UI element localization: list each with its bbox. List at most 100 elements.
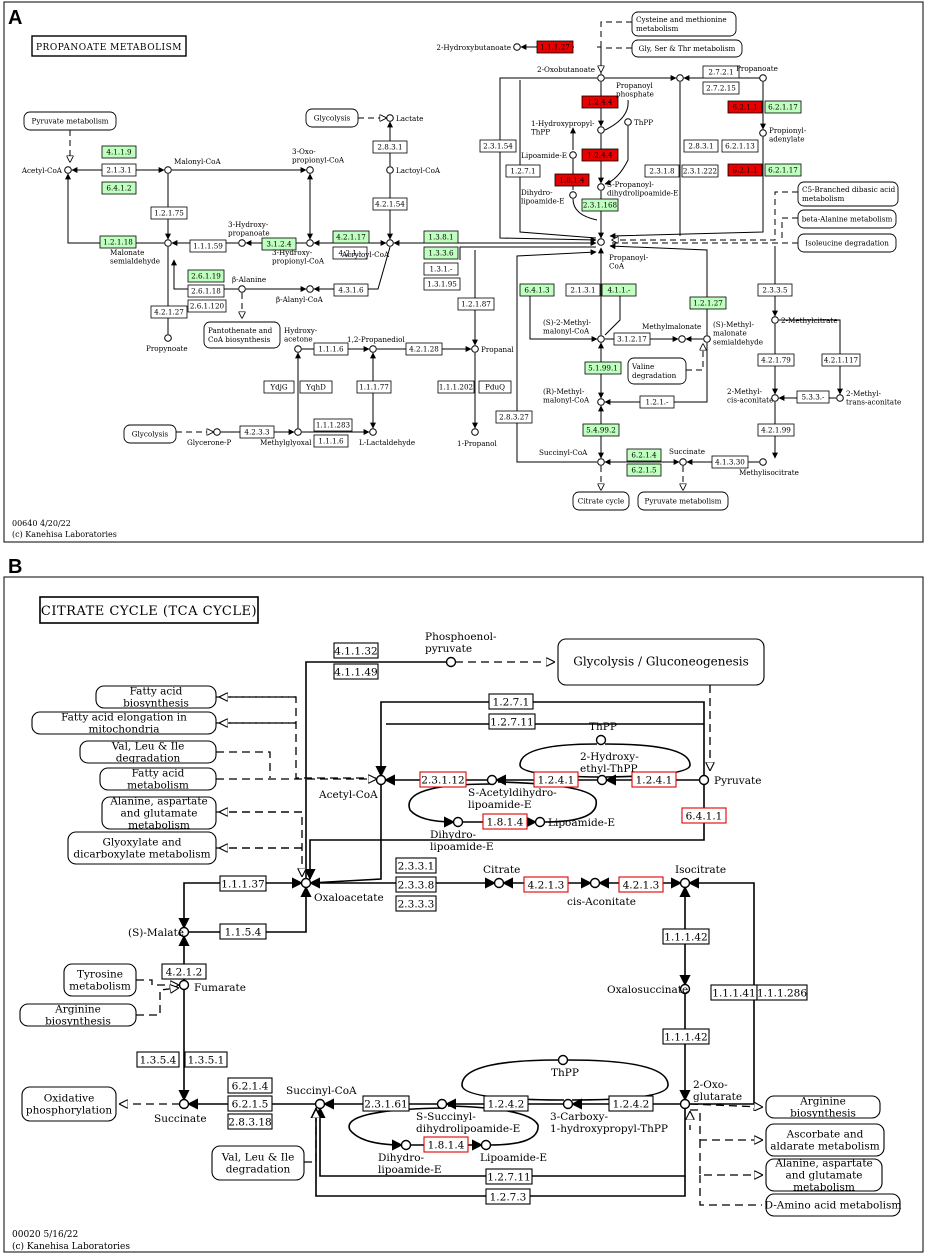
enzyme-1-2-4-2[interactable]: 1.2.4.2 (608, 1095, 654, 1112)
compound-thpp[interactable] (624, 118, 632, 126)
enzyme-1-1-1-27[interactable]: 1.1.1.27 (536, 40, 574, 54)
enzyme-6-2-1-5[interactable]: 6.2.1.5 (626, 463, 662, 477)
enzyme-1-1-1-59[interactable]: 1.1.1.59 (189, 239, 227, 253)
compound-propionyl-adenylate[interactable] (759, 129, 767, 137)
enzyme-2-3-1-12[interactable]: 2.3.1.12 (419, 771, 467, 788)
enzyme-2-3-1-54[interactable]: 2.3.1.54 (479, 139, 517, 153)
pathway-map-d-amino-acid-metabolism[interactable]: D-Amino acid metabolism (765, 1193, 902, 1217)
compound-thpp[interactable] (595, 734, 607, 746)
compound-3-oxo-propionyl-coa[interactable] (306, 166, 314, 174)
enzyme-4-2-1-99[interactable]: 4.2.1.99 (757, 423, 795, 437)
compound-1-2-propanediol[interactable] (369, 345, 377, 353)
enzyme-1-3-1[interactable]: 1.3.1.- (423, 262, 459, 276)
enzyme-4-2-1-3[interactable]: 4.2.1.3 (618, 876, 664, 893)
compound-pyruvate[interactable] (698, 774, 710, 786)
enzyme-5-1-99-1[interactable]: 5.1.99.1 (584, 361, 622, 375)
compound-2-methyl-cis-aconitate[interactable] (771, 394, 779, 402)
enzyme-2-7-2-15[interactable]: 2.7.2.15 (702, 81, 740, 95)
compound-lipoamide-e[interactable] (569, 151, 577, 159)
enzyme-6-2-1-13[interactable]: 6.2.1.13 (721, 139, 759, 153)
pathway-map-glycolysis[interactable]: Glycolysis (123, 424, 177, 444)
enzyme-4-1-1-9[interactable]: 4.1.1.9 (101, 145, 137, 159)
enzyme-4-3-1-6[interactable]: 4.3.1.6 (333, 283, 369, 297)
enzyme-2-3-1-61[interactable]: 2.3.1.61 (362, 1095, 410, 1112)
compound-dihydro-lipoamide-e[interactable] (400, 1139, 412, 1151)
pathway-map-citrate-cycle[interactable]: Citrate cycle (572, 491, 630, 511)
compound-citrate[interactable] (493, 877, 505, 889)
enzyme-1-2-7-1[interactable]: 1.2.7.1 (505, 164, 541, 178)
enzyme-2-1-3-1[interactable]: 2.1.3.1 (565, 283, 601, 297)
compound-methylmalonate[interactable] (678, 335, 686, 343)
compound-beta-alanine[interactable] (238, 285, 246, 293)
enzyme-4-1-1[interactable]: 4.1.1.- (601, 283, 637, 297)
compound-malonyl-coa[interactable] (164, 166, 172, 174)
compound-2-hydroxybutanoate[interactable] (513, 43, 521, 51)
enzyme-1-2-4-4[interactable]: 1.2.4.4 (581, 148, 619, 162)
enzyme-6-4-1-1[interactable]: 6.4.1.1 (681, 807, 727, 824)
compound-succinyl-coa[interactable] (314, 1098, 326, 1110)
enzyme-yqhd[interactable]: YqhD (299, 380, 333, 394)
enzyme-6-2-1-5[interactable]: 6.2.1.5 (227, 1095, 273, 1112)
compound-glycerone-p[interactable] (213, 428, 221, 436)
enzyme-2-3-1-168[interactable]: 2.3.1.168 (581, 198, 619, 212)
enzyme-1-3-1-95[interactable]: 1.3.1.95 (423, 277, 461, 291)
enzyme-2-3-3-8[interactable]: 2.3.3.8 (395, 876, 437, 893)
enzyme-6-2-1-1[interactable]: 6.2.1.1 (727, 163, 763, 177)
compound-propanoate[interactable] (759, 74, 767, 82)
enzyme-4-1-3-30[interactable]: 4.1.3.30 (711, 455, 749, 469)
enzyme-3-1-2-4[interactable]: 3.1.2.4 (261, 237, 297, 251)
enzyme-1-2-4-2[interactable]: 1.2.4.2 (483, 1095, 529, 1112)
enzyme-4-1-1-32[interactable]: 4.1.1.32 (333, 642, 379, 659)
enzyme-6-4-1-2[interactable]: 6.4.1.2 (101, 181, 137, 195)
enzyme-5-3-3[interactable]: 5.3.3.- (796, 390, 830, 404)
compound-fumarate[interactable] (178, 979, 190, 991)
enzyme-2-3-1-222[interactable]: 2.3.1.222 (681, 164, 719, 178)
compound-2-oxobutanoate[interactable] (597, 74, 605, 82)
enzyme-5-4-99-2[interactable]: 5.4.99.2 (582, 423, 620, 437)
enzyme-1-8-1-4[interactable]: 1.8.1.4 (482, 813, 528, 830)
enzyme-4-2-3-3[interactable]: 4.2.3.3 (239, 425, 275, 439)
enzyme-4-2-1-2[interactable]: 4.2.1.2 (161, 963, 207, 980)
compound-3-hydroxy-propanoate[interactable] (238, 239, 246, 247)
compound-s-malate[interactable] (178, 926, 190, 938)
enzyme-4-2-1-117[interactable]: 4.2.1.117 (821, 353, 861, 367)
enzyme-2-6-1-120[interactable]: 2.6.1.120 (187, 299, 227, 313)
enzyme-2-8-3-18[interactable]: 2.8.3.18 (227, 1113, 273, 1130)
enzyme-1-1-1-286[interactable]: 1.1.1.286 (756, 984, 808, 1001)
compound-s-2-methyl-malonyl-coa[interactable] (597, 335, 605, 343)
compound-cis-aconitate[interactable] (589, 877, 601, 889)
enzyme-1-1-1-77[interactable]: 1.1.1.77 (356, 380, 392, 394)
pathway-map-glycolysis-gluconeogenesis[interactable]: Glycolysis / Gluconeogenesis (557, 638, 765, 686)
pathway-map-pyruvate-metabolism[interactable]: Pyruvate metabolism (637, 491, 729, 511)
enzyme-1-8-1-4[interactable]: 1.8.1.4 (423, 1136, 469, 1153)
enzyme-2-7-2-1[interactable]: 2.7.2.1 (702, 65, 740, 79)
compound-malonate-semialdehyde[interactable] (164, 239, 172, 247)
pathway-map-beta-alanine-metabolism[interactable]: beta-Alanine metabolism (797, 209, 897, 229)
enzyme-1-3-8-1[interactable]: 1.3.8.1 (423, 230, 459, 244)
compound-lipoamide-e[interactable] (534, 816, 546, 828)
enzyme-4-2-1[interactable]: 4.2.1.- (332, 246, 368, 260)
enzyme-3-1-2-17[interactable]: 3.1.2.17 (613, 332, 651, 346)
enzyme-1-2-1-18[interactable]: 1.2.1.18 (99, 235, 137, 249)
enzyme-1-1-1-42[interactable]: 1.1.1.42 (662, 1028, 710, 1045)
enzyme-1-1-1-202[interactable]: 1.1.1.202 (437, 380, 475, 394)
compound-lactoyl-coa[interactable] (386, 166, 394, 174)
pathway-map-glycolysis[interactable]: Glycolysis (305, 108, 359, 128)
enzyme-1-2-1[interactable]: 1.2.1.- (639, 395, 675, 409)
compound-beta-alanyl-coa[interactable] (306, 285, 314, 293)
enzyme-4-2-1-79[interactable]: 4.2.1.79 (757, 353, 795, 367)
enzyme-2-1-3-1[interactable]: 2.1.3.1 (101, 163, 137, 177)
enzyme-6-2-1-17[interactable]: 6.2.1.17 (764, 163, 802, 177)
enzyme-4-1-1-49[interactable]: 4.1.1.49 (333, 663, 379, 680)
compound-s-succinyl-dihydrolipoamide-e[interactable] (436, 1098, 448, 1110)
pathway-map-isoleucine-degradation[interactable]: Isoleucine degradation (797, 233, 897, 253)
